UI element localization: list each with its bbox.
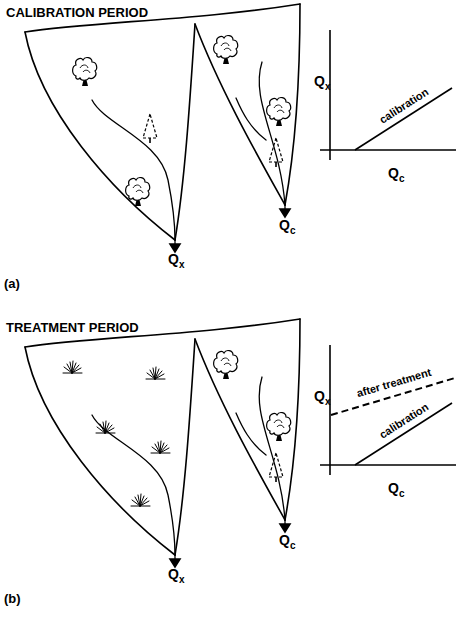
line-label: after treatment bbox=[356, 367, 433, 399]
panel-letter: (b) bbox=[4, 592, 21, 605]
axis-subscript: c bbox=[399, 174, 405, 184]
flow-symbol: Q bbox=[168, 567, 179, 581]
axis-title: Q bbox=[314, 74, 325, 88]
axis-title: Q bbox=[314, 389, 325, 403]
axis-subscript: x bbox=[325, 397, 331, 407]
axis-title: Q bbox=[388, 166, 399, 180]
flow-subscript: x bbox=[179, 260, 185, 270]
flow-symbol: Q bbox=[279, 218, 290, 232]
flow-symbol: Q bbox=[279, 533, 290, 547]
panel-title: TREATMENT PERIOD bbox=[6, 321, 139, 334]
flow-symbol: Q bbox=[168, 252, 179, 266]
flow-subscript: x bbox=[179, 575, 185, 585]
axis-subscript: c bbox=[399, 489, 405, 499]
flow-subscript: c bbox=[290, 541, 296, 551]
axis-subscript: x bbox=[325, 82, 331, 92]
flow-subscript: c bbox=[290, 226, 296, 236]
axis-title: Q bbox=[388, 481, 399, 495]
panel-letter: (a) bbox=[4, 277, 20, 290]
panel-title: CALIBRATION PERIOD bbox=[6, 6, 148, 19]
